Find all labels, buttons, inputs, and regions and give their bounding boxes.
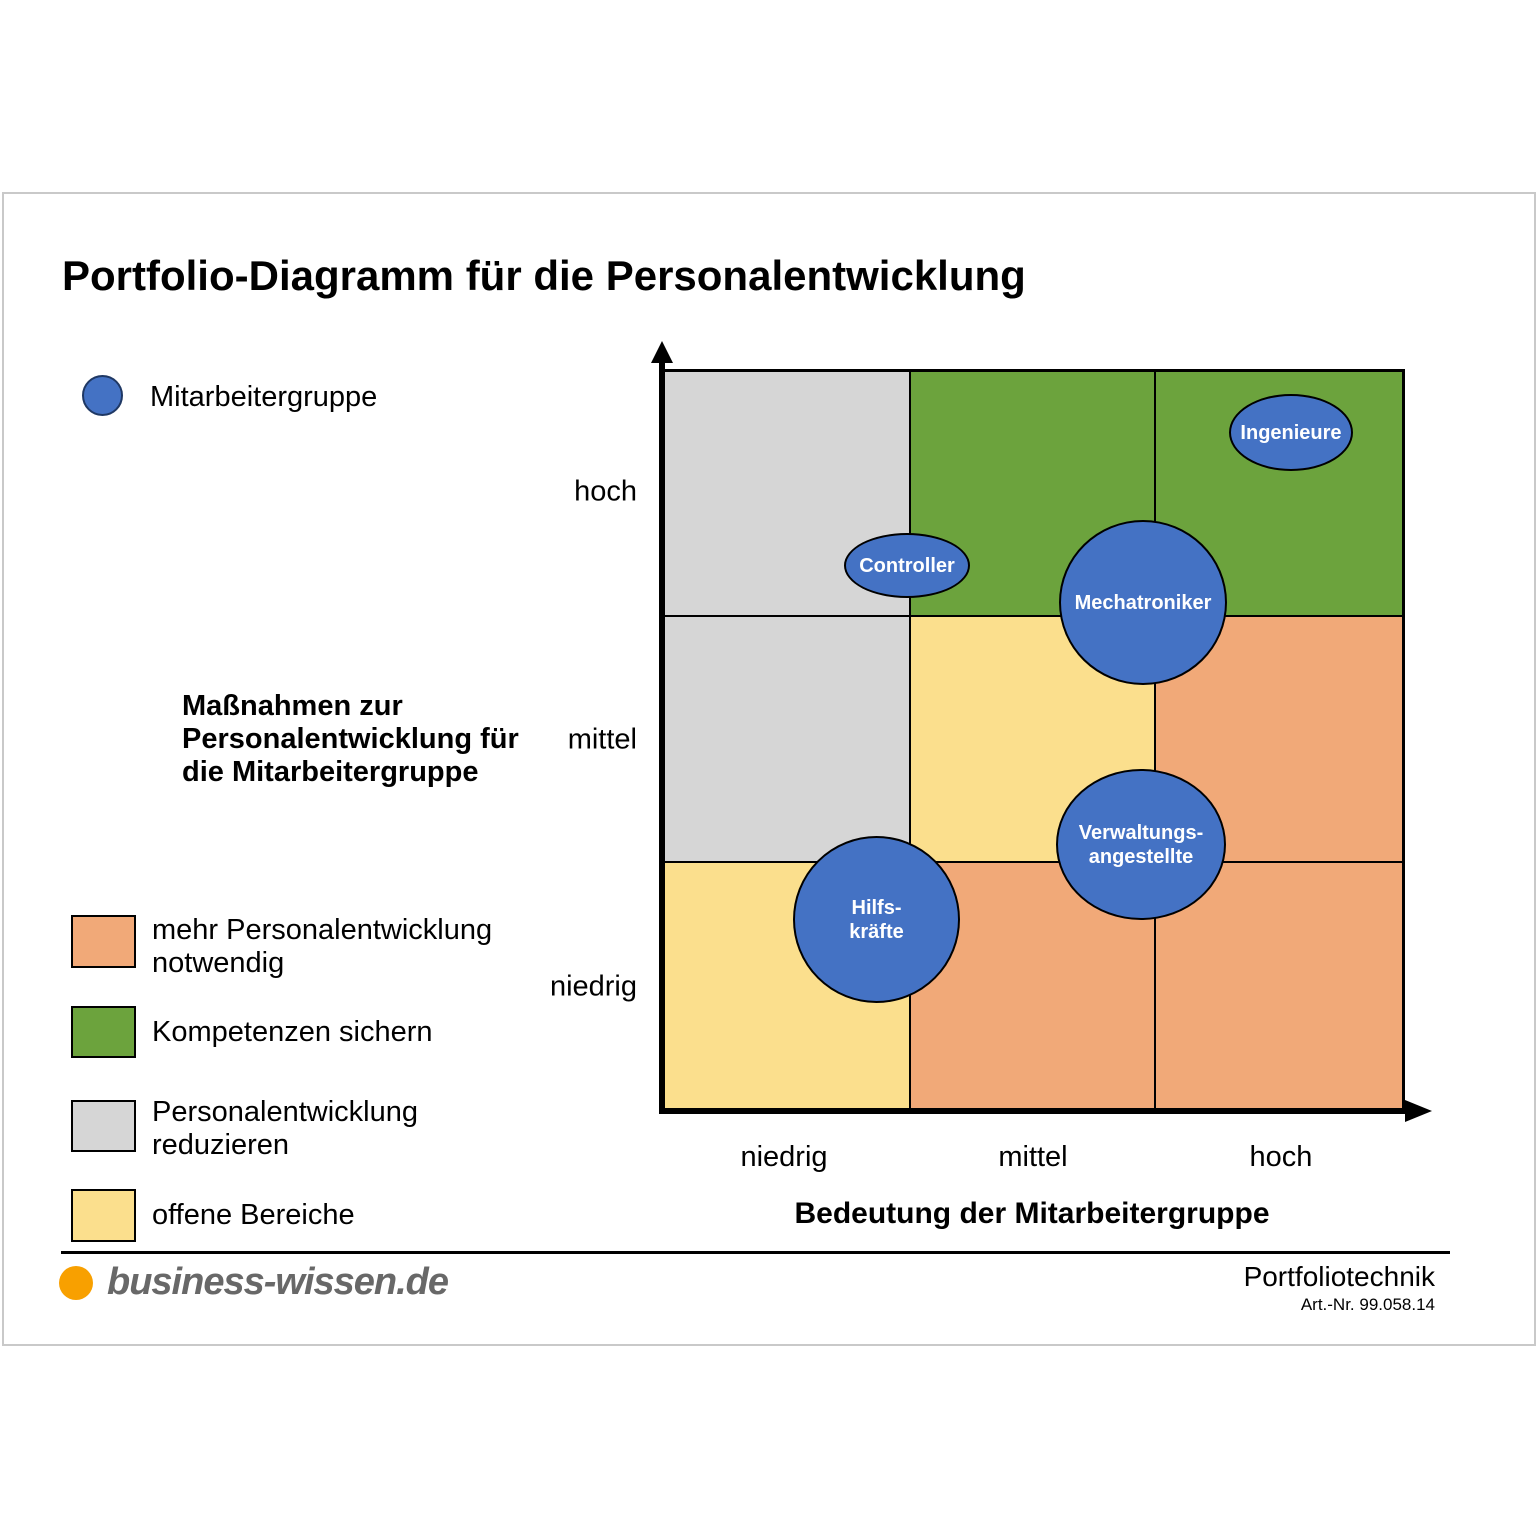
bubble-ingenieure: Ingenieure	[1229, 394, 1353, 471]
quadrant-legend-line: mehr Personalentwicklung	[152, 914, 493, 946]
y-axis-arrowhead-icon	[651, 341, 673, 363]
bubble-mechatroniker: Mechatroniker	[1059, 520, 1227, 685]
quadrant-legend-label-orange: mehr Personalentwicklung notwendig	[152, 914, 492, 980]
footer-art-nr: Art.-Nr. 99.058.14	[1300, 1295, 1435, 1314]
bubble-label: Ingenieure	[1240, 421, 1342, 444]
matrix-cell-r1c0	[665, 617, 911, 863]
matrix-cell-r2c2	[1156, 862, 1402, 1108]
y-axis-title-line2: Personalentwicklung für	[182, 723, 519, 755]
x-tick-hoch: hoch	[1249, 1141, 1313, 1173]
bubble-label-line2: kräfte	[849, 920, 904, 943]
bubble-controller: Controller	[844, 533, 970, 598]
x-axis-arrowhead-icon	[1405, 1100, 1432, 1122]
bubble-hilfskraefte: Hilfs- kräfte	[793, 836, 960, 1003]
x-tick-niedrig: niedrig	[740, 1141, 828, 1173]
bubble-label-line1: Verwaltungs-	[1078, 821, 1204, 844]
x-axis-title: Bedeutung der Mitarbeitergruppe	[794, 1197, 1270, 1230]
quadrant-swatch-gray	[71, 1100, 136, 1152]
y-axis-title: Maßnahmen zur Personalentwicklung für di…	[182, 690, 519, 789]
logo-text: business-wissen.de	[107, 1261, 449, 1303]
bubble-legend-icon	[82, 375, 123, 416]
x-axis-line	[659, 1108, 1406, 1114]
bubble-legend-label: Mitarbeitergruppe	[150, 381, 378, 413]
footer-right: Portfoliotechnik Art.-Nr. 99.058.14	[1244, 1262, 1435, 1315]
quadrant-swatch-yellow	[71, 1189, 136, 1242]
quadrant-legend-line: notwendig	[152, 947, 285, 979]
quadrant-legend-label-gray: Personalentwicklung reduzieren	[152, 1096, 418, 1162]
quadrant-legend-line: offene Bereiche	[152, 1199, 355, 1231]
quadrant-legend-label-green: Kompetenzen sichern	[152, 1016, 433, 1049]
bubble-label: Controller	[859, 554, 955, 577]
y-axis-title-line1: Maßnahmen zur	[182, 690, 403, 722]
y-tick-hoch: hoch	[574, 475, 637, 508]
portfolio-matrix	[662, 369, 1405, 1111]
y-axis-title-line3: die Mitarbeitergruppe	[182, 756, 479, 788]
quadrant-legend-label-yellow: offene Bereiche	[152, 1199, 355, 1232]
quadrant-swatch-orange	[71, 915, 136, 968]
y-axis-line	[659, 361, 665, 1111]
bubble-label-line2: angestellte	[1088, 845, 1194, 868]
page-title: Portfolio-Diagramm für die Personalentwi…	[62, 252, 1026, 299]
quadrant-swatch-green	[71, 1006, 136, 1058]
y-tick-niedrig: niedrig	[549, 970, 637, 1003]
bubble-label: Mechatroniker	[1074, 591, 1212, 614]
footer-divider	[61, 1251, 1450, 1254]
footer-topic: Portfoliotechnik	[1243, 1261, 1435, 1292]
quadrant-legend-line: Kompetenzen sichern	[152, 1016, 433, 1048]
x-tick-mittel: mittel	[998, 1141, 1068, 1173]
bubble-label-line1: Hilfs-	[851, 896, 902, 919]
bubble-verwaltungsangestellte: Verwaltungs- angestellte	[1056, 769, 1226, 920]
logo-dot-icon	[59, 1266, 93, 1300]
y-tick-mittel: mittel	[567, 723, 637, 756]
quadrant-legend-line: Personalentwicklung	[152, 1096, 418, 1128]
quadrant-legend-line: reduzieren	[152, 1129, 290, 1161]
